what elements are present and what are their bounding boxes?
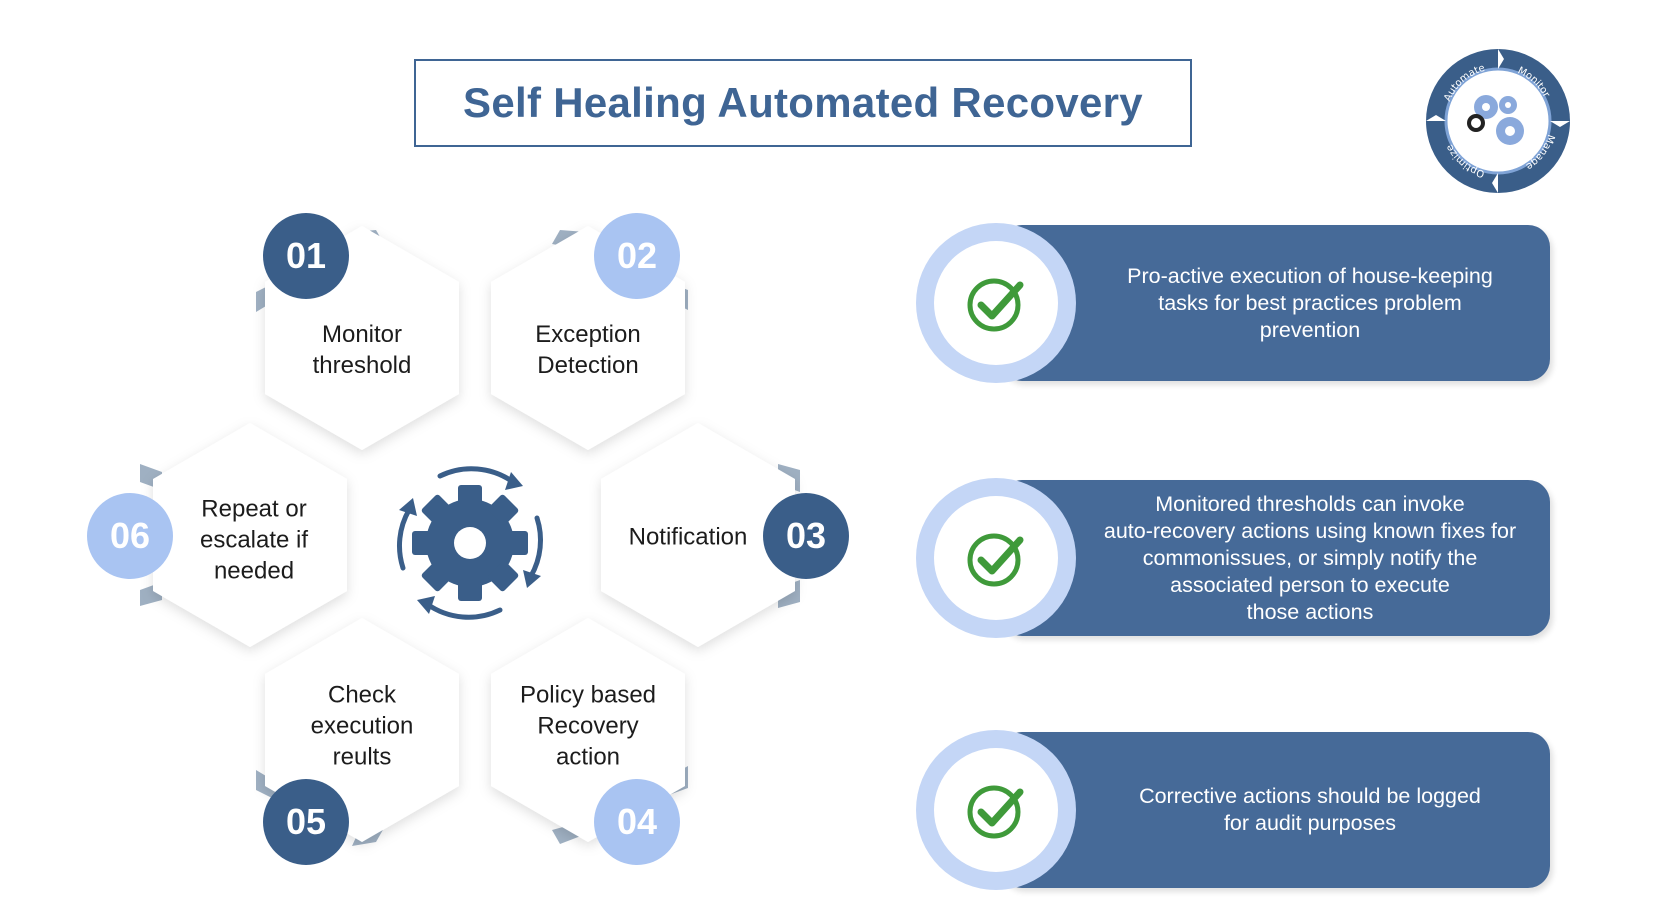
page-title: Self Healing Automated Recovery <box>463 79 1143 126</box>
benefit-ring <box>916 223 1076 383</box>
step-number-badge: 02 <box>594 213 680 299</box>
check-icon <box>934 496 1058 620</box>
step-label: Policy based Recovery action <box>519 681 657 771</box>
step-number-badge: 05 <box>263 779 349 865</box>
step-label: Check execution reults <box>310 681 414 771</box>
step-hexagon <box>601 423 795 647</box>
benefit-text-content: Corrective actions should be logged for … <box>1139 784 1481 835</box>
benefit-ring <box>916 730 1076 890</box>
step-label: Notification <box>628 523 748 551</box>
step-number-badge: 04 <box>594 779 680 865</box>
benefit-text: Pro-active execution of house-keeping ta… <box>1080 225 1540 381</box>
step-number-badge: 06 <box>87 493 173 579</box>
benefit-panel <box>1000 480 1550 636</box>
step-label: Repeat or escalate if needed <box>199 495 309 585</box>
step-number-badge: 01 <box>263 213 349 299</box>
benefit-text-content: Monitored thresholds can invoke auto-rec… <box>1103 491 1517 624</box>
check-icon <box>934 748 1058 872</box>
benefit-panel <box>1000 225 1550 381</box>
step-hexagon <box>153 423 347 647</box>
benefit-text: Monitored thresholds can invoke auto-rec… <box>1080 480 1540 636</box>
check-icon <box>934 241 1058 365</box>
benefit-text: Corrective actions should be logged for … <box>1080 732 1540 888</box>
gear-cycle-icon <box>385 458 555 628</box>
step-label: Exception Detection <box>535 321 641 379</box>
benefit-ring <box>916 478 1076 638</box>
title-box: Self Healing Automated Recovery <box>414 59 1192 147</box>
benefit-panel <box>1000 732 1550 888</box>
step-label: Monitor threshold <box>312 321 412 379</box>
benefit-text-content: Pro-active execution of house-keeping ta… <box>1127 263 1493 342</box>
step-number-badge: 03 <box>763 493 849 579</box>
gears-cycle-logo-icon: Automate Monitor Manage Optimize <box>1426 49 1570 193</box>
